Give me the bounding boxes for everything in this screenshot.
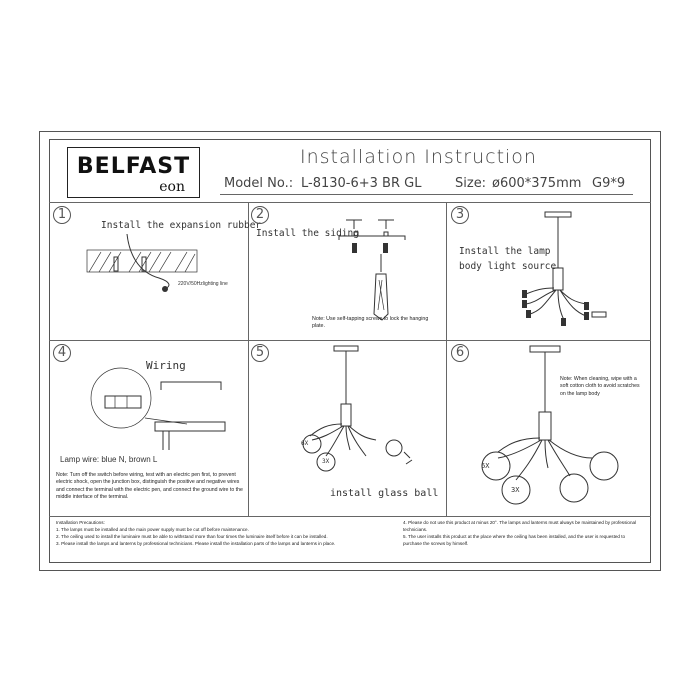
step-4-wire-label: Lamp wire: blue N, brown L bbox=[60, 455, 158, 464]
step-4-label: Wiring bbox=[146, 359, 186, 372]
step-6-qty-b: 3X bbox=[511, 486, 520, 494]
grid-divider-left bbox=[248, 202, 249, 516]
model-label: Model No.: bbox=[224, 176, 294, 191]
sheet-inner-border bbox=[49, 139, 651, 563]
bulb-spec: G9*9 bbox=[592, 176, 626, 191]
header-underline bbox=[220, 194, 633, 195]
step-3-number: 3 bbox=[451, 206, 469, 224]
step-1-label: Install the expansion rubber bbox=[101, 220, 262, 231]
step-4-note: Note: Turn off the switch before wiring,… bbox=[56, 472, 243, 501]
step-3-diagram bbox=[522, 211, 607, 326]
grid-divider-right bbox=[446, 202, 447, 516]
step-6-qty-a: 6X bbox=[481, 462, 490, 470]
page-title: Installation Instruction bbox=[300, 146, 537, 168]
precaution-1: 1. The lamps must be installed and the m… bbox=[56, 527, 249, 532]
step-5-label: install glass ball bbox=[330, 488, 439, 499]
step-2-note: Note: Use self-tapping screws to lock th… bbox=[312, 316, 429, 330]
precaution-5: 5. The user installs this product at the… bbox=[403, 534, 626, 546]
step-5-number: 5 bbox=[251, 344, 269, 362]
step-5-qty-b: 3X bbox=[322, 458, 330, 465]
precaution-2: 2. The ceiling used to install the lumin… bbox=[56, 534, 328, 539]
step-1-number: 1 bbox=[53, 206, 71, 224]
step-6-number: 6 bbox=[451, 344, 469, 362]
step-3-label-line2: body light source bbox=[459, 261, 557, 272]
brand-logo: BELFAST eon bbox=[67, 147, 200, 198]
precautions-heading: Installation Precautions: bbox=[56, 520, 105, 525]
step-4-number: 4 bbox=[53, 344, 71, 362]
step-6-diagram bbox=[481, 345, 619, 505]
step-2-diagram bbox=[338, 219, 406, 321]
grid-line-middle bbox=[49, 340, 651, 341]
step-5-qty-a: 6X bbox=[301, 440, 309, 447]
step-2-label: Install the siding bbox=[256, 228, 359, 239]
step-1-diagram bbox=[86, 233, 198, 292]
size-value: ø600*375mm bbox=[492, 176, 582, 191]
model-value: L-8130-6+3 BR GL bbox=[301, 176, 422, 191]
brand-name: BELFAST bbox=[76, 154, 191, 179]
step-5-diagram bbox=[302, 345, 413, 472]
grid-line-bottom bbox=[49, 516, 651, 517]
step-4-diagram bbox=[90, 367, 226, 450]
step-6-note: Note: When cleaning, wipe with a soft co… bbox=[560, 376, 640, 397]
step-3-label-line1: Install the lamp bbox=[459, 246, 551, 257]
precaution-4: 4. Please do not use this product at min… bbox=[403, 520, 637, 532]
step-2-number: 2 bbox=[251, 206, 269, 224]
precaution-3: 3. Please install the lamps and lanterns… bbox=[56, 541, 336, 546]
brand-sub: eon bbox=[159, 179, 185, 195]
step-1-wire-label: 220V/50Hzlighting line bbox=[178, 281, 228, 287]
grid-line-top bbox=[49, 202, 651, 203]
size-label: Size: bbox=[455, 176, 487, 191]
sheet-outer-border bbox=[39, 131, 661, 571]
